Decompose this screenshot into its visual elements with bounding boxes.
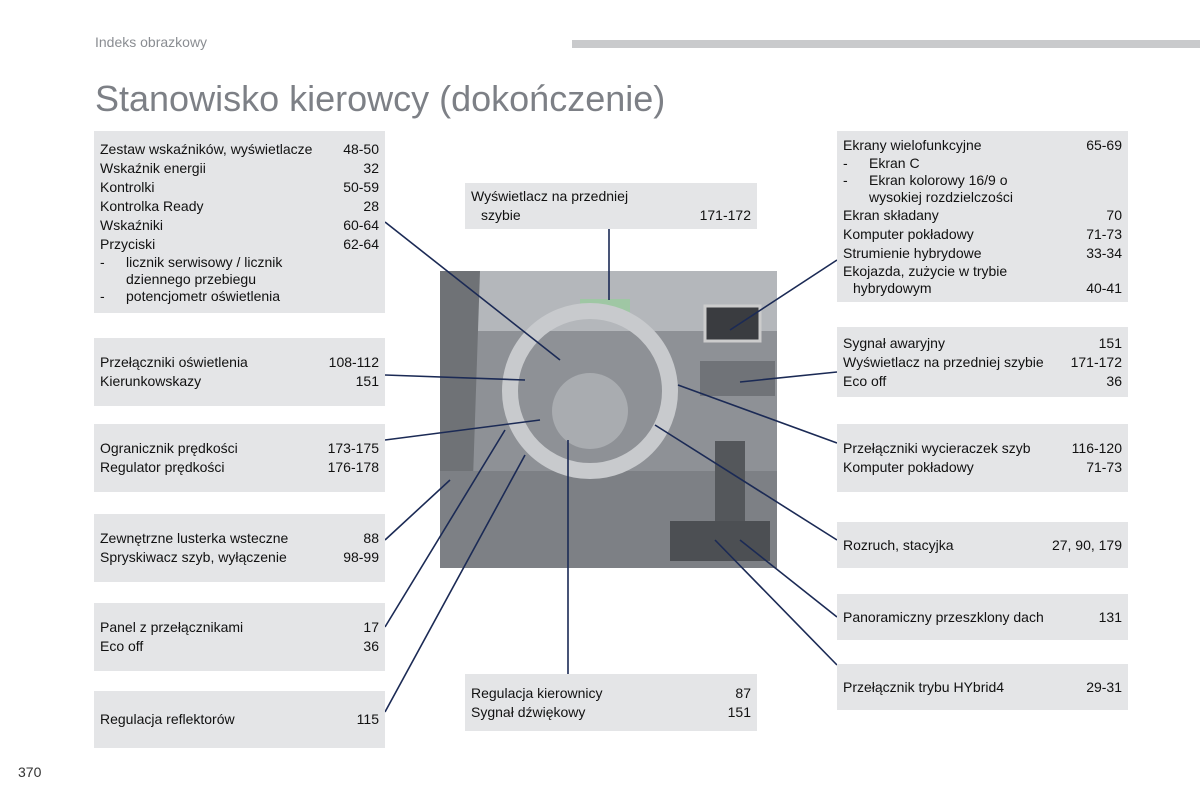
dashboard-photo xyxy=(440,271,777,568)
entry-label: Ekrany wielofunkcyjne xyxy=(843,137,982,153)
sub-entry: -licznik serwisowy / licznik dziennego p… xyxy=(100,254,379,288)
sub-label: licznik serwisowy / licznik dziennego pr… xyxy=(126,253,283,287)
entry-label: Eco off xyxy=(100,638,144,654)
entry-label: Kierunkowskazy xyxy=(100,373,202,389)
entry-label: Eco off xyxy=(843,372,887,389)
entry-label: Przełączniki wycieraczek szyb xyxy=(843,440,1031,456)
entry-label: Regulacja reflektorów xyxy=(100,711,235,727)
callout-speed: Ogranicznik prędkości 173-175 Regulator p… xyxy=(94,424,385,492)
entry-page: 116-120 xyxy=(1071,440,1122,456)
entry: Wskaźniki 60-64 xyxy=(100,216,379,235)
entry-page: 151 xyxy=(355,373,379,389)
entry-label: Panoramiczny przeszklony dach xyxy=(843,608,1044,625)
entry-page: 176-178 xyxy=(327,459,379,475)
entry-page: 71-73 xyxy=(1086,459,1122,475)
entry-label: Regulator prędkości xyxy=(100,459,225,475)
header-bar xyxy=(572,40,1200,48)
sub-label: Ekran C xyxy=(869,155,920,171)
entry: Kontrolki 50-59 xyxy=(100,178,379,197)
callout-switch-panel: Panel z przełącznikami 17 Eco off 36 xyxy=(94,603,385,671)
callout-ignition: Rozruch, stacyjka 27, 90, 179 xyxy=(837,522,1128,568)
entry-page: 48-50 xyxy=(343,140,379,157)
entry-page: 171-172 xyxy=(1070,353,1122,370)
entry: Kontrolka Ready 28 xyxy=(100,197,379,216)
callout-instrument-cluster: Zestaw wskaźników, wyświetlacze 48-50 Wsk… xyxy=(94,131,385,313)
entry-page: 32 xyxy=(363,159,379,176)
entry-label: Panel z przełącznikami xyxy=(100,619,244,635)
entry-label: Kontrolki xyxy=(100,178,155,195)
entry-label: hybrydowym xyxy=(853,280,932,296)
callout-sunroof: Panoramiczny przeszklony dach 131 xyxy=(837,594,1128,640)
entry-page: 171-172 xyxy=(699,207,751,223)
entry-label: Przełączniki oświetlenia xyxy=(100,354,248,370)
entry-page: 70 xyxy=(1106,207,1122,223)
entry-page: 36 xyxy=(1106,372,1122,389)
callout-headlamp: Regulacja reflektorów 115 xyxy=(94,691,385,748)
entry-page: 40-41 xyxy=(1086,280,1122,296)
entry-label: Sygnał dźwiękowy xyxy=(471,703,586,720)
entry-label: Strumienie hybrydowe xyxy=(843,245,982,261)
entry-label: Sygnał awaryjny xyxy=(843,334,945,351)
entry-label: Ekojazda, zużycie w trybie xyxy=(843,263,1008,279)
entry-page: 50-59 xyxy=(343,178,379,195)
entry-page: 60-64 xyxy=(343,216,379,233)
entry-label: Ogranicznik prędkości xyxy=(100,440,238,456)
entry-label: Regulacja kierownicy xyxy=(471,684,603,701)
callout-steering: Regulacja kierownicy 87 Sygnał dźwiękowy 1… xyxy=(465,674,757,731)
entry-page: 62-64 xyxy=(343,235,379,252)
entry-label: Rozruch, stacyjka xyxy=(843,536,954,553)
entry-label: szybie xyxy=(481,207,521,223)
section-header: Indeks obrazkowy xyxy=(95,34,208,50)
entry: Zestaw wskaźników, wyświetlacze 48-50 xyxy=(100,140,379,159)
entry: Przyciski 62-64 xyxy=(100,235,379,254)
entry: Wskaźnik energii 32 xyxy=(100,159,379,178)
entry-page: 28 xyxy=(363,197,379,214)
entry-label: Komputer pokładowy xyxy=(843,226,974,242)
entry-label: Przełącznik trybu HYbrid4 xyxy=(843,678,1005,695)
entry-page: 151 xyxy=(1098,334,1122,351)
entry-label: Komputer pokładowy xyxy=(843,459,974,475)
callout-hazard: Sygnał awaryjny 151 Wyświetlacz na przedn… xyxy=(837,327,1128,397)
sub-label: potencjometr oświetlenia xyxy=(126,287,281,304)
entry-page: 131 xyxy=(1098,608,1122,625)
callout-wipers: Przełączniki wycieraczek szyb 116-120 Kom… xyxy=(837,424,1128,492)
entry-page: 27, 90, 179 xyxy=(1051,536,1122,553)
entry-page: 29-31 xyxy=(1086,678,1122,695)
entry-page: 115 xyxy=(356,711,379,727)
entry-page: 36 xyxy=(363,638,379,654)
entry-label: Przyciski xyxy=(100,235,156,252)
page-title: Stanowisko kierowcy (dokończenie) xyxy=(95,78,666,119)
entry-page: 173-175 xyxy=(327,440,379,456)
entry-label: Wyświetlacz na przedniej xyxy=(471,188,629,204)
entry-label: Wskaźnik energii xyxy=(100,159,206,176)
entry-page: 108-112 xyxy=(328,354,379,370)
entry-page: 33-34 xyxy=(1086,245,1122,261)
sub-entry: -potencjometr oświetlenia xyxy=(100,287,281,304)
entry-page: 98-99 xyxy=(343,549,379,565)
entry-page: 71-73 xyxy=(1086,226,1122,242)
entry-label: Zewnętrzne lusterka wsteczne xyxy=(100,530,289,546)
entry-label: Kontrolka Ready xyxy=(100,197,204,214)
sub-label: Ekran kolorowy 16/9 o wysokiej rozdzielc… xyxy=(869,172,1013,205)
entry-label: Wskaźniki xyxy=(100,216,164,233)
callout-hybrid-mode: Przełącznik trybu HYbrid4 29-31 xyxy=(837,664,1128,710)
entry-page: 87 xyxy=(735,684,751,701)
entry-label: Ekran składany xyxy=(843,207,939,223)
entry-page: 65-69 xyxy=(1086,137,1122,153)
callout-lighting: Przełączniki oświetlenia 108-112 Kierunko… xyxy=(94,338,385,406)
callout-mirrors: Zewnętrzne lusterka wsteczne 88 Spryskiwa… xyxy=(94,514,385,582)
entry-page: 151 xyxy=(727,703,751,720)
entry-page: 17 xyxy=(363,619,379,635)
entry-label: Zestaw wskaźników, wyświetlacze xyxy=(100,140,313,157)
entry-label: Spryskiwacz szyb, wyłączenie xyxy=(100,549,287,565)
page-number: 370 xyxy=(18,764,42,780)
entry-label: Wyświetlacz na przedniej szybie xyxy=(843,353,1044,370)
callout-hud: Wyświetlacz na przedniej szybie 171-172 xyxy=(465,183,757,229)
entry-page: 88 xyxy=(363,530,379,546)
